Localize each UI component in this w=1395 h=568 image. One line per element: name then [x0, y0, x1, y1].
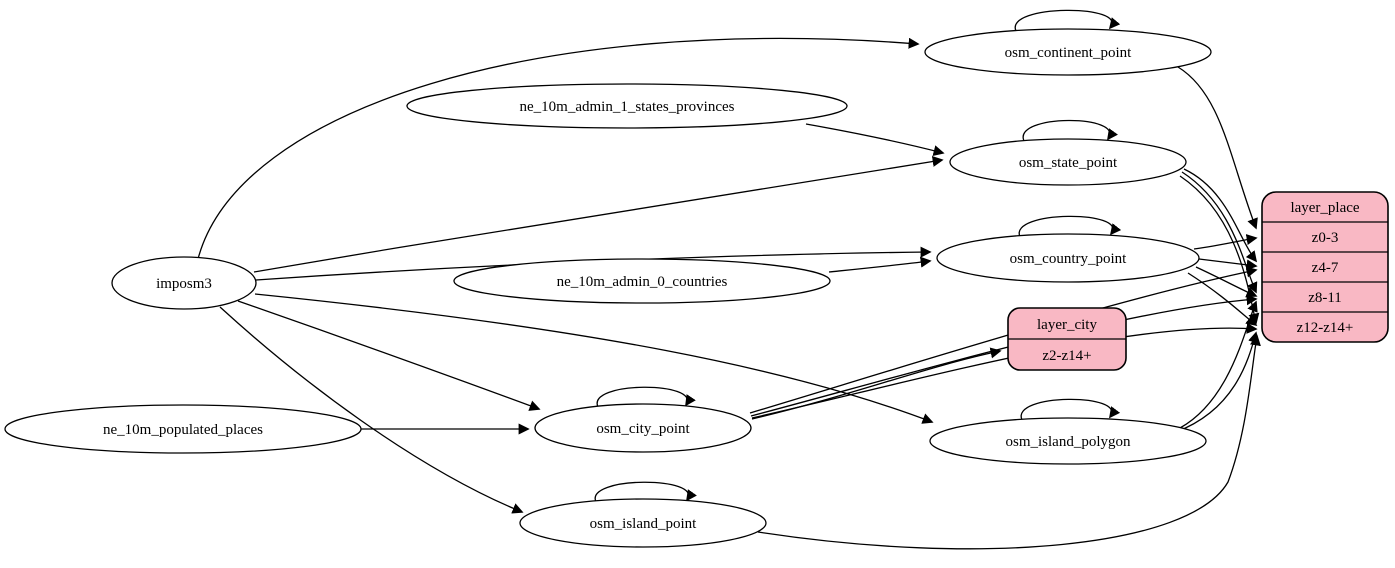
edge-city-z12-z14: [751, 322, 1258, 419]
edge-state-z8-11: [1181, 171, 1258, 294]
edge-city-z4-7: [749, 266, 1258, 414]
edge-imposm3-island-point: [219, 306, 524, 514]
node-osm-continent-point: osm_continent_point: [924, 28, 1212, 76]
layer-place-row-z12-z14: z12-z14+: [1297, 320, 1354, 336]
edge-imposm3-continent: [197, 37, 920, 260]
node-country-label: osm_country_point: [1010, 251, 1127, 267]
node-ne-admin1-label: ne_10m_admin_1_states_provinces: [520, 99, 735, 115]
node-ne-10m-admin-0-countries: ne_10m_admin_0_countries: [453, 258, 831, 304]
edge-imposm3-island-polygon: [254, 293, 934, 424]
edge-country-z0-3: [1193, 234, 1258, 250]
self-loop-island-polygon: [1020, 398, 1121, 421]
edge-island-polygon-z12-z14: [1175, 331, 1259, 433]
node-osm-city-point: osm_city_point: [534, 403, 752, 453]
edge-ne-admin0-country: [828, 256, 932, 273]
self-loop-country: [1018, 215, 1122, 238]
self-loop-city: [596, 386, 696, 408]
node-ne-admin0-label: ne_10m_admin_0_countries: [557, 274, 728, 290]
node-osm-country-point: osm_country_point: [936, 233, 1200, 283]
layer-place-row-z8-11: z8-11: [1308, 290, 1342, 306]
layer-city-row-z2-z14: z2-z14+: [1042, 348, 1091, 364]
edge-island-polygon-z8-11: [1179, 300, 1258, 429]
layer-city-title: layer_city: [1037, 317, 1097, 333]
node-osm-state-point: osm_state_point: [949, 138, 1187, 186]
node-island-point-label: osm_island_point: [590, 516, 698, 532]
node-imposm3: imposm3: [111, 256, 257, 310]
node-ne-10m-populated-places: ne_10m_populated_places: [4, 404, 362, 454]
node-state-label: osm_state_point: [1019, 155, 1118, 171]
edge-continent-z0-3: [1177, 66, 1258, 230]
node-osm-island-point: osm_island_point: [519, 498, 767, 548]
self-loop-island-point: [594, 481, 697, 503]
edge-ne-admin1-state: [805, 123, 945, 157]
node-osm-island-polygon: osm_island_polygon: [929, 417, 1207, 465]
node-ne-10m-admin-1-states-provinces: ne_10m_admin_1_states_provinces: [406, 83, 848, 129]
node-layer-city: layer_city z2-z14+: [1007, 307, 1127, 371]
self-loop-state: [1022, 119, 1118, 142]
layer-place-row-z4-7: z4-7: [1312, 260, 1339, 276]
edge-imposm3-city: [237, 300, 541, 411]
node-imposm3-label: imposm3: [156, 276, 212, 292]
node-layer-place: layer_place z0-3 z4-7 z8-11 z12-z14+: [1261, 191, 1389, 343]
node-ne-places-label: ne_10m_populated_places: [103, 422, 263, 438]
nodes: imposm3 ne_10m_admin_1_states_provinces …: [4, 28, 1212, 548]
edge-country-z4-7: [1198, 258, 1258, 271]
edge-imposm3-state: [253, 155, 944, 273]
edge-country-z12-z14: [1187, 272, 1258, 327]
edge-state-z4-7: [1183, 168, 1258, 263]
layer-place-title: layer_place: [1290, 200, 1359, 216]
edge-city-z8-11: [750, 294, 1258, 417]
edge-country-z8-11: [1195, 266, 1258, 298]
node-island-polygon-label: osm_island_polygon: [1005, 434, 1131, 450]
node-city-label: osm_city_point: [596, 421, 690, 437]
self-loop-continent: [1014, 9, 1121, 32]
edge-island-point-z12-z14: [757, 334, 1261, 550]
self-loops: [594, 9, 1122, 503]
edges: [197, 37, 1261, 550]
layer-place-row-z0-3: z0-3: [1312, 230, 1339, 246]
node-continent-label: osm_continent_point: [1005, 45, 1132, 61]
layer-place-box: [1261, 191, 1389, 343]
